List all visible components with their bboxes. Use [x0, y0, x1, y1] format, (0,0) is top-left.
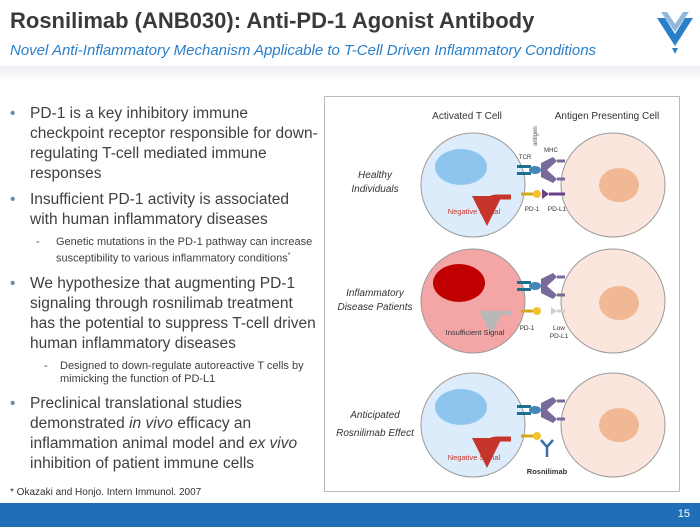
- low-pdl1-label: PD-L1: [550, 333, 569, 340]
- antigen-peptide: [529, 166, 541, 174]
- footer-bar: 15: [0, 503, 700, 527]
- bullet-item: • Insufficient PD-1 activity is associat…: [10, 190, 320, 230]
- apc-nucleus: [599, 286, 639, 320]
- bullet-text-italic: ex vivo: [248, 434, 298, 452]
- apc-nucleus: [599, 408, 639, 442]
- inflamed-tcell: [420, 248, 526, 354]
- negative-signal-label: Negative Signal: [448, 207, 501, 216]
- bullet-item: • We hypothesize that augmenting PD-1 si…: [10, 274, 320, 354]
- row-label-healthy-2: Individuals: [351, 184, 398, 195]
- bullet-text-part: efficacy an inflammation animal model an…: [30, 414, 252, 452]
- bullet-item: • Preclinical translational studies demo…: [10, 394, 320, 474]
- healthy-tcell-nucleus: [435, 149, 487, 185]
- negative-signal-arrow: [472, 194, 511, 226]
- bullet-dot: •: [10, 191, 16, 208]
- pd1-label: PD-1: [520, 325, 535, 332]
- bullet-text: Insufficient PD-1 activity is associated…: [30, 191, 290, 228]
- negative-signal-label: Negative Signal: [448, 453, 501, 462]
- treated-tcell-nucleus: [435, 389, 487, 425]
- row-label-disease-2: Disease Patients: [337, 302, 412, 313]
- rosnilimab-antibody-icon: [540, 439, 554, 457]
- apc-column-header: Antigen Presenting Cell: [555, 111, 660, 122]
- company-logo-icon: [657, 12, 693, 54]
- row-label-rosnilimab-2: Rosnilimab Effect: [336, 428, 415, 439]
- pd1-receptor: [533, 190, 541, 198]
- page-number: 15: [677, 508, 690, 520]
- bullet-dot: •: [10, 274, 16, 292]
- bullet-list: • PD-1 is a key inhibitory immune checkp…: [10, 104, 320, 480]
- slide-subtitle: Novel Anti-Inflammatory Mechanism Applic…: [10, 42, 597, 59]
- pdl1-label: PD-L1: [548, 206, 567, 213]
- insufficient-signal-label: Insufficient Signal: [446, 328, 505, 337]
- bullet-text: We hypothesize that augmenting PD-1 sign…: [30, 274, 316, 352]
- bullet-text-part: inhibition of patient immune cells: [30, 454, 255, 472]
- sub-bullet-item: - Designed to down-regulate autoreactive…: [10, 360, 320, 386]
- apc-nucleus: [599, 168, 639, 202]
- pd1-label: PD-1: [525, 206, 540, 213]
- antigen-label: antigen: [533, 126, 539, 146]
- tcr-receptor: [517, 172, 531, 175]
- negative-signal-arrow: [472, 436, 511, 468]
- healthy-tcell: [420, 132, 526, 238]
- mechanism-diagram-svg: Activated T Cell Antigen Presenting Cell…: [336, 111, 666, 478]
- antigen-peptide: [529, 282, 541, 290]
- pdl1-ligand: [542, 189, 549, 199]
- mechanism-diagram: Activated T Cell Antigen Presenting Cell…: [324, 96, 680, 492]
- rosnilimab-label: Rosnilimab: [527, 467, 568, 476]
- bullet-item: • PD-1 is a key inhibitory immune checkp…: [10, 104, 320, 184]
- footnote-mark: *: [287, 252, 291, 259]
- tcr-receptor: [517, 165, 531, 168]
- row-label-disease-1: Inflammatory: [346, 288, 405, 299]
- tcr-receptor: [517, 405, 531, 408]
- footnote: * Okazaki and Honjo. Intern Immunol. 200…: [10, 487, 202, 498]
- mhc-molecule: [541, 397, 557, 423]
- pd1-receptor: [533, 432, 541, 440]
- mhc-label: MHC: [544, 148, 558, 154]
- sub-bullet-dash: -: [36, 236, 40, 248]
- bullet-text: PD-1 is a key inhibitory immune checkpoi…: [30, 105, 318, 182]
- slide-title: Rosnilimab (ANB030): Anti-PD-1 Agonist A…: [10, 8, 535, 33]
- bullet-text: Preclinical translational studies demons…: [30, 395, 297, 472]
- slide-header: Rosnilimab (ANB030): Anti-PD-1 Agonist A…: [0, 0, 700, 86]
- mhc-molecule: [541, 273, 557, 299]
- bullet-text-part: Preclinical translational studies demons…: [30, 394, 242, 432]
- header-band: [0, 66, 700, 82]
- bullet-dot: •: [10, 105, 16, 122]
- row-label-rosnilimab-1: Anticipated: [349, 410, 400, 421]
- sub-bullet-text: Designed to down-regulate autoreactive T…: [60, 359, 304, 385]
- low-label: Low: [553, 325, 565, 332]
- bullet-text-italic: in vivo: [129, 414, 174, 432]
- sub-bullet-item: - Genetic mutations in the PD-1 pathway …: [10, 236, 320, 266]
- antigen-peptide: [529, 406, 541, 414]
- bullet-dot: •: [10, 394, 16, 412]
- sub-bullet-text: Genetic mutations in the PD-1 pathway ca…: [56, 236, 313, 265]
- tcell-column-header: Activated T Cell: [432, 111, 502, 122]
- low-pdl1-ligand: [551, 307, 557, 315]
- tcr-label: TCR: [519, 155, 532, 161]
- pd1-receptor: [533, 307, 541, 315]
- tcr-receptor: [517, 288, 531, 291]
- tcr-receptor: [517, 281, 531, 284]
- tcr-receptor: [517, 412, 531, 415]
- mhc-molecule: [541, 157, 557, 183]
- row-label-healthy-1: Healthy: [358, 170, 393, 181]
- sub-bullet-dash: -: [44, 359, 48, 372]
- insufficient-signal-arrow: [479, 311, 511, 335]
- inflamed-tcell-nucleus: [433, 264, 485, 302]
